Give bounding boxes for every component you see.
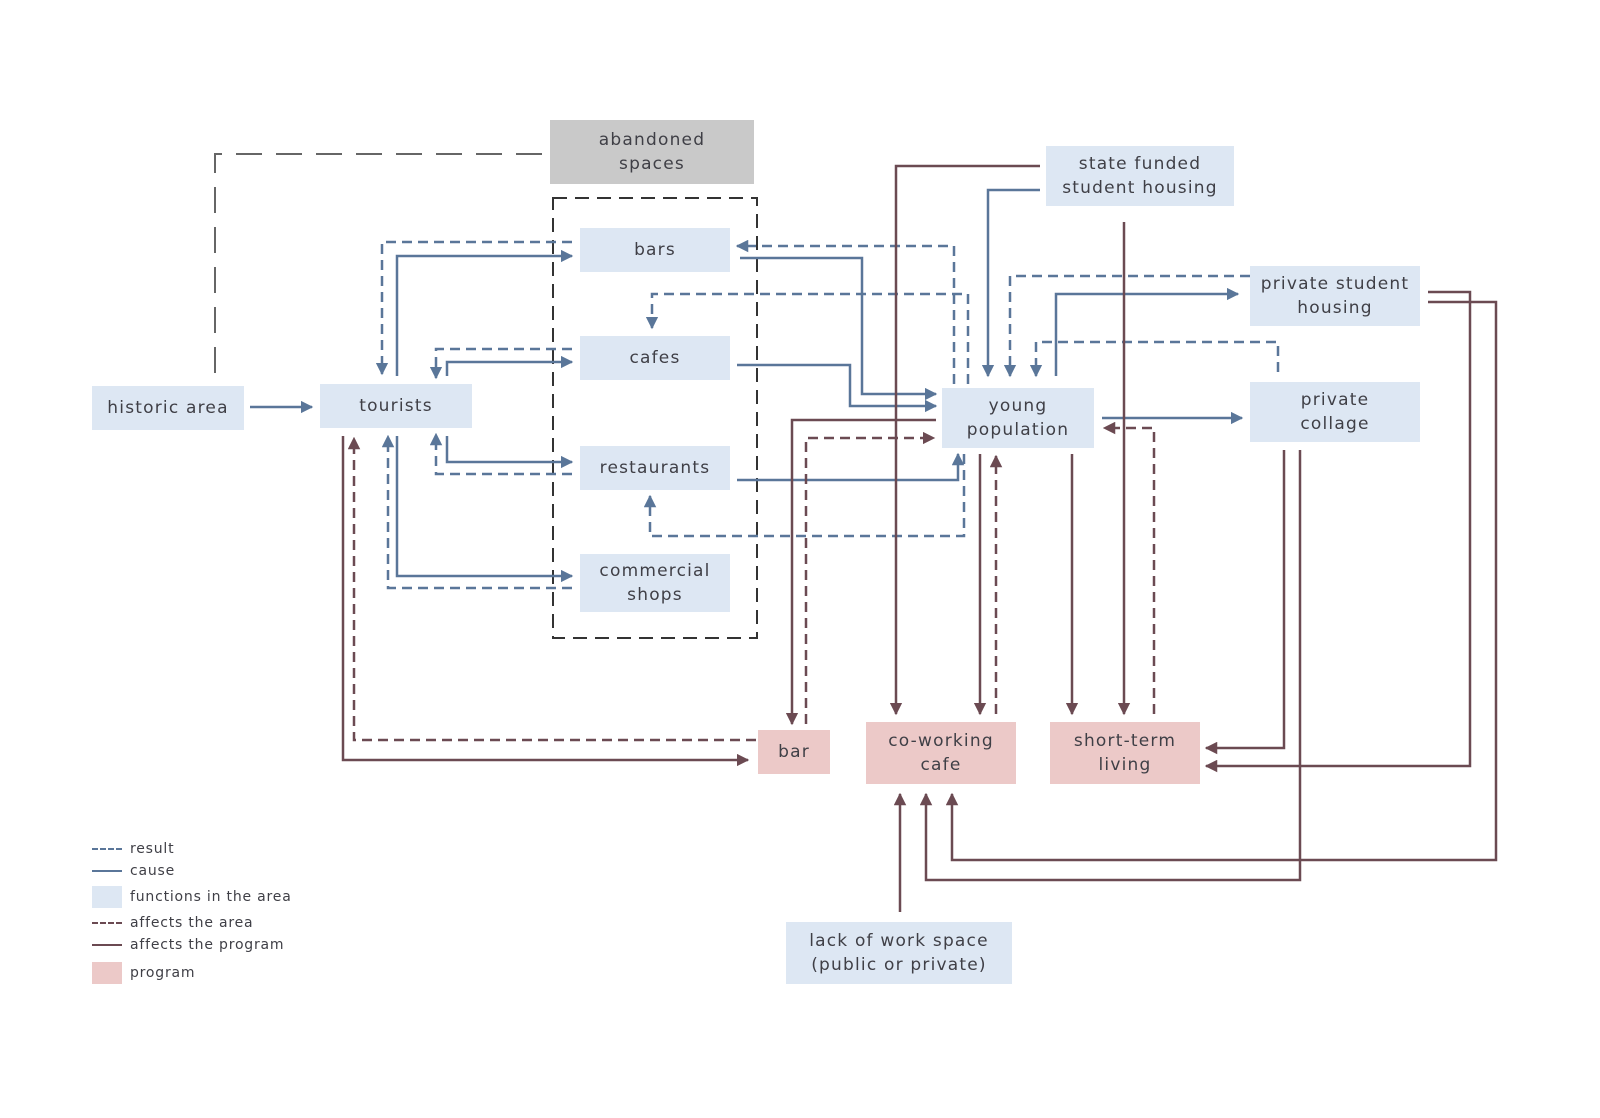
legend-cause: cause xyxy=(92,860,175,882)
legend-affects-area-line xyxy=(92,922,122,924)
node-bar-program: bar xyxy=(758,730,830,774)
node-lack-of-work-space: lack of work space (public or private) xyxy=(786,922,1012,984)
restaurants-to-young-arrow xyxy=(737,452,965,482)
tourists-to-bar-arrow xyxy=(341,436,750,767)
tourists-to-restaurants-arrow xyxy=(445,436,574,469)
area-functions-group-outline xyxy=(552,197,758,639)
node-label: restaurants xyxy=(599,458,711,478)
node-label: private student housing xyxy=(1260,274,1410,318)
legend-program-swatch xyxy=(92,962,122,984)
young-to-privhousing-arrow xyxy=(1054,287,1240,376)
node-label: bars xyxy=(634,240,676,260)
privhousing-to-coworking-arrow xyxy=(945,300,1498,862)
legend-affects-area-label: affects the area xyxy=(130,915,254,931)
legend-cause-line xyxy=(92,870,122,872)
node-historic-area: historic area xyxy=(92,386,244,430)
legend-affects-program-line xyxy=(92,944,122,946)
node-short-term-living: short-term living xyxy=(1050,722,1200,784)
cafes-result-tourists-arrow xyxy=(429,347,572,380)
node-restaurants: restaurants xyxy=(580,446,730,490)
bar-affects-tourists-arrow xyxy=(347,436,756,742)
node-label: historic area xyxy=(107,398,229,418)
privcollage-to-coworking-arrow xyxy=(919,450,1302,882)
legend-functions: functions in the area xyxy=(92,886,292,908)
young-to-bar-arrow xyxy=(785,418,936,726)
node-label: commercial shops xyxy=(599,561,711,605)
legend-program-label: program xyxy=(130,965,196,981)
node-state-funded-student-housing: state funded student housing xyxy=(1046,146,1234,206)
node-label: cafes xyxy=(629,348,681,368)
node-label: co-working cafe xyxy=(888,731,994,775)
node-label: lack of work space (public or private) xyxy=(809,931,989,975)
legend-affects-program: affects the program xyxy=(92,934,284,956)
legend-result-label: result xyxy=(130,841,175,857)
privcollage-result-young-arrow xyxy=(1029,340,1280,378)
node-label: young population xyxy=(966,396,1070,440)
node-label: state funded student housing xyxy=(1062,154,1218,198)
tourists-to-bars-arrow xyxy=(395,249,574,376)
node-abandoned-spaces: abandoned spaces xyxy=(550,120,754,184)
node-commercial-shops: commercial shops xyxy=(580,554,730,612)
legend-result-line xyxy=(92,848,122,850)
privhousing-to-shortterm-arrow xyxy=(1204,290,1472,773)
restaurants-result-tourists-arrow xyxy=(429,432,572,476)
node-bars: bars xyxy=(580,228,730,272)
shortterm-affects-young-arrow xyxy=(1102,421,1156,714)
node-private-collage: private collage xyxy=(1250,382,1420,442)
statehousing-to-coworking-arrow xyxy=(889,164,1040,716)
privhousing-result-young-arrow xyxy=(1003,274,1250,378)
legend-result: result xyxy=(92,838,174,860)
bars-to-young-arrow xyxy=(740,256,938,401)
young-result-cafes-arrow xyxy=(645,292,970,384)
legend-affects-area: affects the area xyxy=(92,912,253,934)
shops-result-tourists-arrow xyxy=(381,434,572,590)
tourists-to-cafes-arrow xyxy=(445,355,574,376)
young-result-restaurants-arrow xyxy=(643,454,966,538)
abandoned-historic-link xyxy=(214,153,542,378)
node-tourists: tourists xyxy=(320,384,472,428)
bar-affects-young-arrow xyxy=(804,431,936,724)
legend-functions-label: functions in the area xyxy=(130,889,292,905)
statehousing-to-young-arrow xyxy=(981,188,1040,378)
node-label: tourists xyxy=(359,396,433,416)
node-label: abandoned spaces xyxy=(598,130,706,174)
privcollage-to-shortterm-arrow xyxy=(1204,450,1286,755)
node-private-student-housing: private student housing xyxy=(1250,266,1420,326)
young-result-bars-arrow xyxy=(735,239,956,384)
node-label: bar xyxy=(778,742,810,762)
node-label: private collage xyxy=(1300,390,1370,434)
legend-program: program xyxy=(92,962,195,984)
bars-result-tourists-arrow xyxy=(375,240,572,376)
node-cafes: cafes xyxy=(580,336,730,380)
legend-affects-program-label: affects the program xyxy=(130,937,285,953)
node-label: short-term living xyxy=(1073,731,1177,775)
legend-functions-swatch xyxy=(92,886,122,908)
node-co-working-cafe: co-working cafe xyxy=(866,722,1016,784)
node-young-population: young population xyxy=(942,388,1094,448)
legend-cause-label: cause xyxy=(130,863,176,879)
tourists-to-shops-arrow xyxy=(395,436,574,583)
cafes-to-young-arrow xyxy=(737,363,938,413)
